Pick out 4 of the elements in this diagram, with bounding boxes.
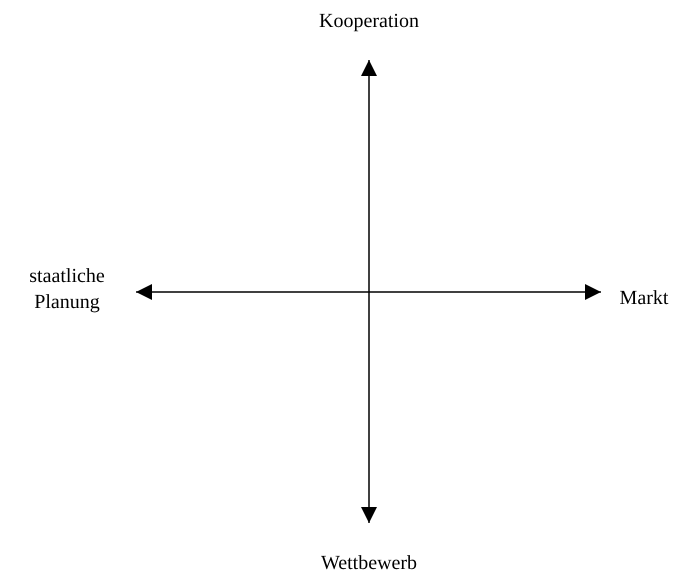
axis-label: staatliche Planung	[28, 264, 106, 315]
axis-label: Markt	[618, 286, 670, 311]
axis-label: Kooperation	[318, 9, 420, 34]
axis-label: Wettbewerb	[320, 551, 418, 573]
